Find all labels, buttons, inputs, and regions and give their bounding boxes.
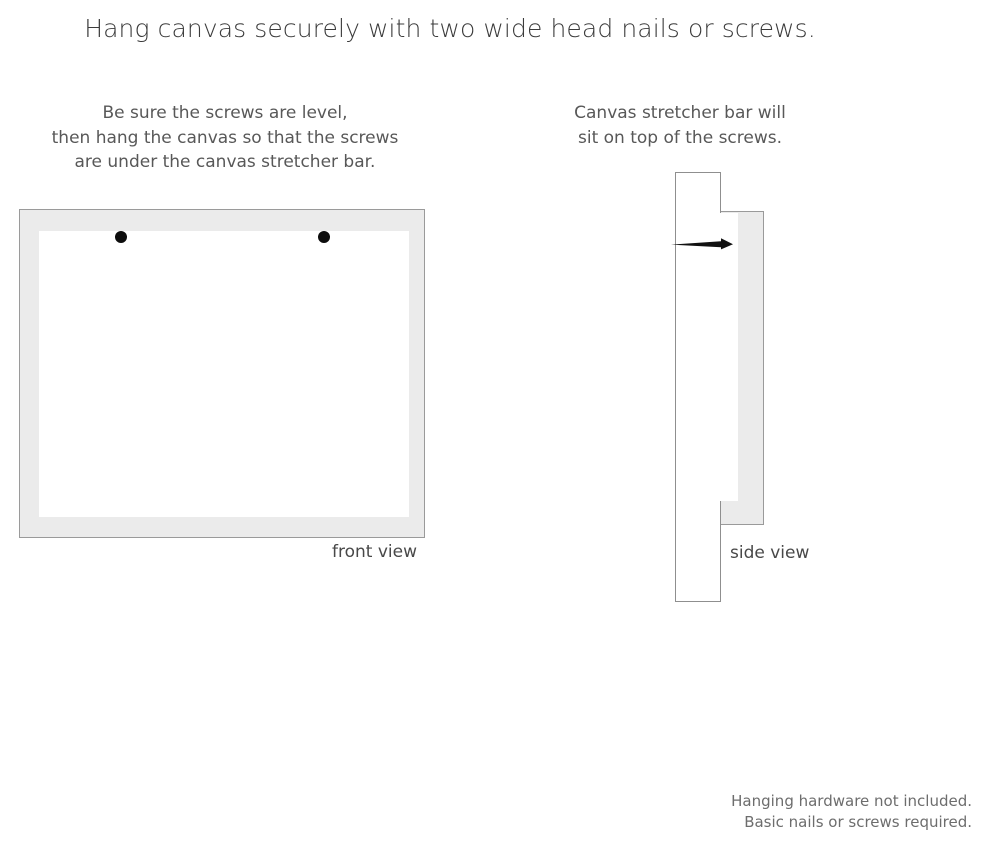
footer-note-line-2: Basic nails or screws required. <box>744 813 972 831</box>
front-view-canvas-frame <box>19 209 425 538</box>
front-view-instruction-line-3: are under the canvas stretcher bar. <box>74 152 376 172</box>
nail-icon <box>671 236 734 252</box>
screw-head-right-icon <box>318 231 330 243</box>
side-view-stretcher-bar <box>717 213 738 501</box>
side-view-instruction-line-1: Canvas stretcher bar will <box>574 103 786 123</box>
page-title: Hang canvas securely with two wide head … <box>84 14 816 43</box>
side-view-instructions: Canvas stretcher bar will sit on top of … <box>545 101 815 150</box>
screw-head-left-icon <box>115 231 127 243</box>
footer-note: Hanging hardware not included. Basic nai… <box>731 791 972 833</box>
front-view-instruction-line-1: Be sure the screws are level, <box>102 103 348 123</box>
side-view-label: side view <box>730 543 810 563</box>
front-view-label: front view <box>332 542 417 562</box>
front-view-instructions: Be sure the screws are level, then hang … <box>10 101 440 175</box>
side-view-instruction-line-2: sit on top of the screws. <box>577 127 783 148</box>
front-view-instruction-line-2: then hang the canvas so that the screws <box>51 127 399 148</box>
front-view-canvas-face <box>39 231 409 517</box>
footer-note-line-1: Hanging hardware not included. <box>731 792 972 810</box>
